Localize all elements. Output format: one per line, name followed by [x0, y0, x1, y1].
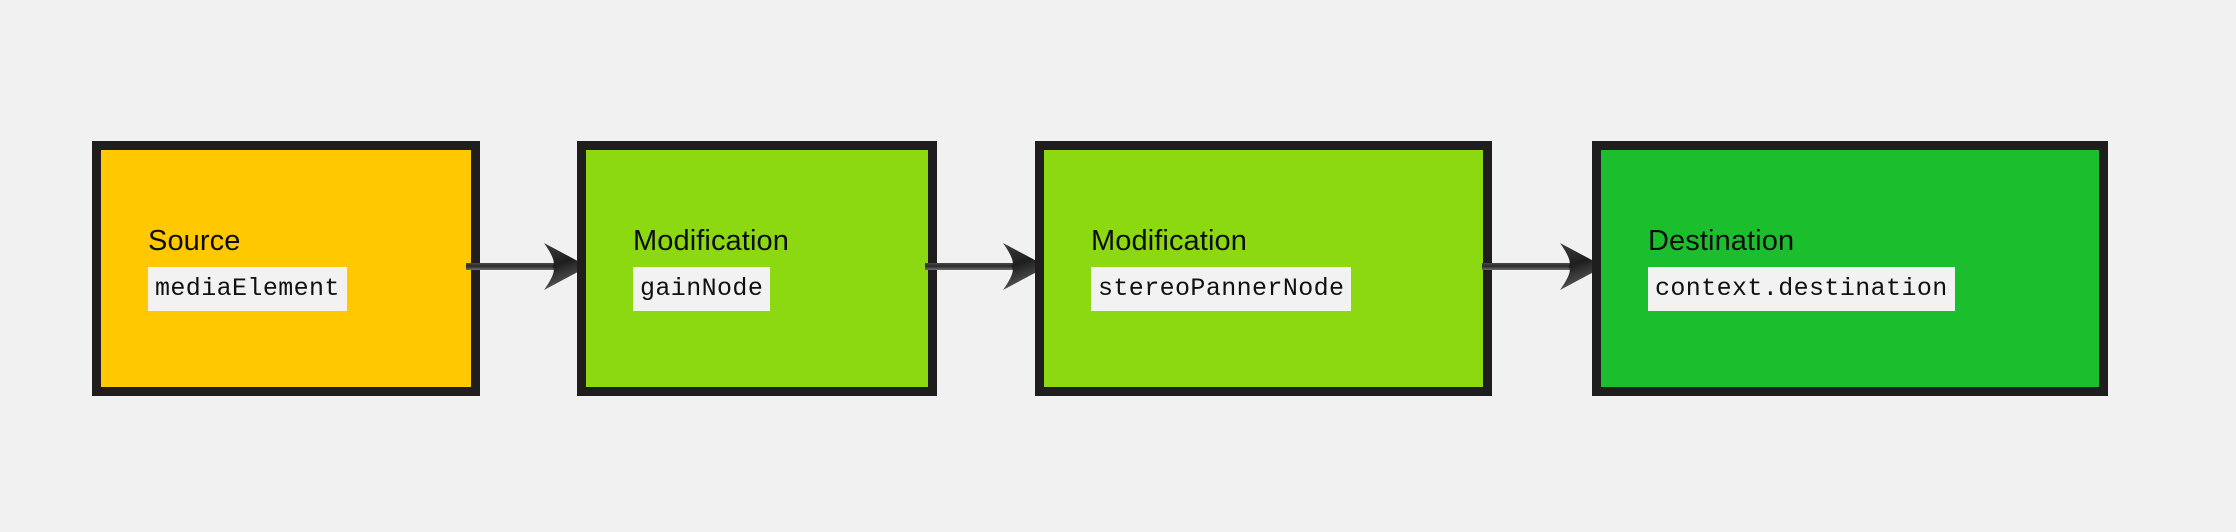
- arrow-icon: [466, 243, 588, 290]
- node-title: Destination: [1648, 224, 1795, 257]
- node-title: Source: [148, 224, 241, 257]
- flow-node-source[interactable]: Source mediaElement: [92, 141, 480, 396]
- flow-node-panner[interactable]: Modification stereoPannerNode: [1035, 141, 1492, 396]
- node-code-label: stereoPannerNode: [1091, 267, 1352, 312]
- connector-arrow-gain-to-panner: [925, 239, 1051, 293]
- arrow-icon: [1482, 243, 1604, 290]
- node-code-label: context.destination: [1648, 267, 1955, 312]
- flow-node-destination[interactable]: Destination context.destination: [1592, 141, 2108, 396]
- flow-node-gain[interactable]: Modification gainNode: [577, 141, 937, 396]
- connector-arrow-panner-to-destination: [1482, 239, 1608, 293]
- node-title: Modification: [633, 224, 789, 257]
- node-code-label: gainNode: [633, 267, 771, 312]
- node-title: Modification: [1091, 224, 1247, 257]
- connector-arrow-source-to-gain: [466, 239, 592, 293]
- arrow-icon: [925, 243, 1047, 290]
- node-code-label: mediaElement: [148, 267, 347, 312]
